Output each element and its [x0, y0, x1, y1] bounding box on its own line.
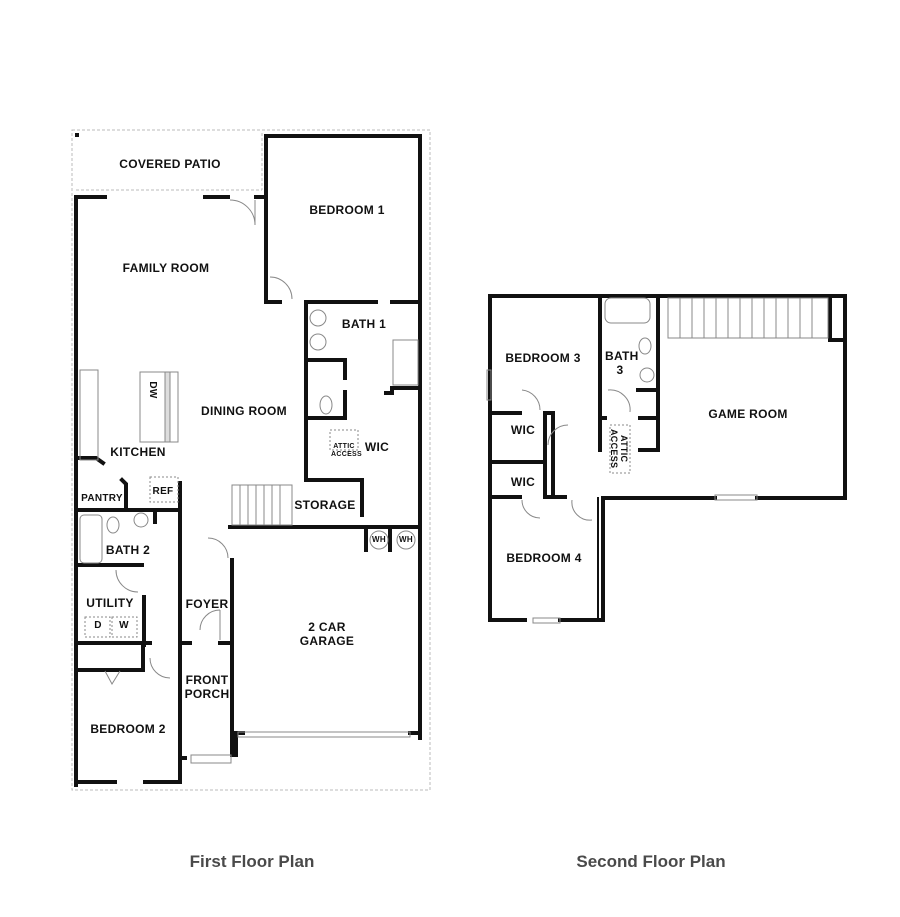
room-bedroom-2: BEDROOM 2 — [90, 722, 166, 736]
room-garage: 2 CAR GARAGE — [299, 620, 355, 648]
dryer-label: D — [94, 620, 102, 631]
water-heater-2-label: WH — [399, 535, 413, 544]
room-kitchen: KITCHEN — [110, 445, 166, 459]
room-bedroom-3: BEDROOM 3 — [505, 351, 581, 365]
first-floor-caption: First Floor Plan — [189, 852, 315, 871]
attic-access-label-2: ATTIC ACCESS — [609, 429, 629, 469]
room-dining-room: DINING ROOM — [201, 404, 287, 418]
room-storage: STORAGE — [294, 498, 356, 512]
second-floor-caption: Second Floor Plan — [576, 852, 726, 871]
room-pantry: PANTRY — [81, 493, 123, 504]
refrigerator-label: REF — [152, 486, 174, 497]
room-bath-1: BATH 1 — [341, 317, 387, 331]
room-wic-2: WIC — [510, 475, 536, 489]
washer-label: W — [119, 620, 129, 631]
room-front-porch: FRONT PORCH — [184, 673, 230, 701]
room-foyer: FOYER — [185, 597, 229, 611]
room-bath-3: BATH 3 — [605, 349, 639, 377]
room-utility: UTILITY — [86, 596, 134, 610]
room-covered-patio: COVERED PATIO — [119, 157, 221, 171]
room-bedroom-1: BEDROOM 1 — [309, 203, 385, 217]
room-family-room: FAMILY ROOM — [122, 261, 210, 275]
attic-access-label: ATTIC ACCESS — [331, 443, 362, 458]
room-game-room: GAME ROOM — [708, 407, 788, 421]
room-wic: WIC — [364, 440, 390, 454]
room-wic-1: WIC — [510, 423, 536, 437]
water-heater-1-label: WH — [372, 535, 386, 544]
room-bath-2: BATH 2 — [105, 543, 151, 557]
room-bedroom-4: BEDROOM 4 — [506, 551, 582, 565]
dishwasher-label: DW — [147, 381, 158, 399]
